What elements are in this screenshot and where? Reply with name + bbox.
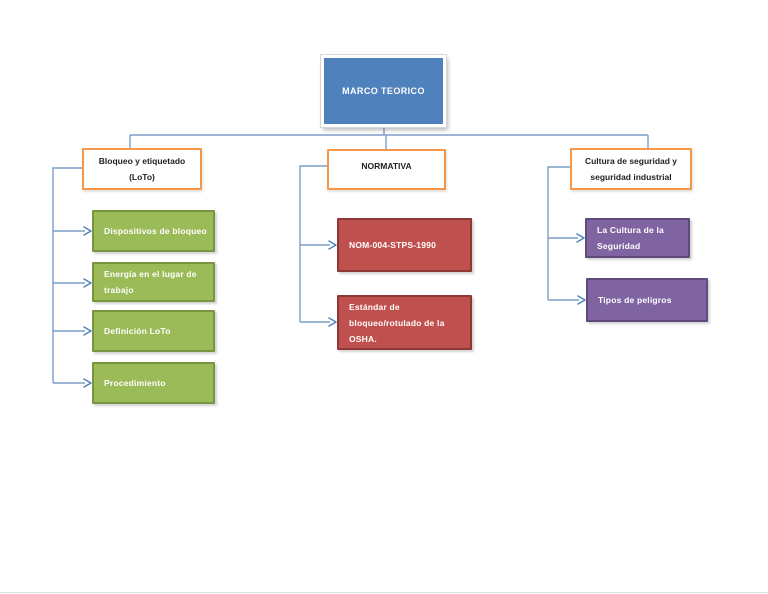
child-node-label: La Cultura de la (597, 225, 664, 235)
arrowhead-icon (83, 326, 92, 336)
branch-header-cultura: Cultura de seguridad y seguridad industr… (570, 148, 692, 190)
child-node-definicion-loto: Definición LoTo (92, 310, 215, 352)
arrowhead-icon (328, 317, 337, 327)
branch-title-line: Cultura de seguridad y (584, 156, 678, 166)
arrowhead-icon (83, 378, 92, 388)
arrowhead-icon (83, 226, 92, 236)
arrowhead-icon (576, 233, 585, 243)
arrowhead-icon (83, 278, 92, 288)
child-node-label: trabajo (104, 285, 134, 295)
child-node-label: OSHA. (349, 333, 377, 344)
child-node-label: Procedimiento (104, 378, 166, 388)
child-node-estandar-osha: Estándar de bloqueo/rotulado de la OSHA. (337, 295, 472, 350)
branch-header-normativa: NORMATIVA (327, 149, 446, 190)
child-node-cultura-seguridad: La Cultura de la Seguridad (585, 218, 690, 258)
child-node-label: NOM-004-STPS-1990 (349, 240, 437, 250)
branch-title-line: NORMATIVA (361, 161, 412, 171)
child-node-label: Dispositivos de bloqueo (104, 226, 207, 236)
arrowhead-icon (328, 240, 337, 250)
child-node-energia: Energía en el lugar de trabajo (92, 262, 215, 302)
child-node-label: bloqueo/rotulado de la (349, 317, 445, 328)
child-node-label: Estándar de (349, 301, 400, 312)
child-node-dispositivos: Dispositivos de bloqueo (92, 210, 215, 252)
page-bottom-edge (0, 592, 768, 593)
connector-trunk-loto (52, 167, 82, 383)
child-node-label: Energía en el lugar de (104, 269, 197, 279)
child-node-label: Seguridad (597, 241, 641, 251)
branch-title-line: (LoTo) (129, 172, 155, 182)
branch-title-line: seguridad industrial (590, 172, 672, 182)
child-node-label: Tipos de peligros (598, 295, 672, 305)
child-node-label: Definición LoTo (104, 326, 171, 336)
branch-title-line: Bloqueo y etiquetado (98, 156, 186, 166)
root-node-label: MARCO TEORICO (342, 86, 425, 96)
root-node-marco-teorico: MARCO TEORICO (321, 55, 446, 127)
connector-trunk-normativa (299, 165, 327, 322)
connector-trunk-cultura (547, 166, 570, 300)
child-node-nom-004: NOM-004-STPS-1990 (337, 218, 472, 272)
child-node-procedimiento: Procedimiento (92, 362, 215, 404)
arrowhead-icon (577, 295, 586, 305)
branch-header-loto: Bloqueo y etiquetado (LoTo) (82, 148, 202, 190)
child-node-tipos-peligros: Tipos de peligros (586, 278, 708, 322)
